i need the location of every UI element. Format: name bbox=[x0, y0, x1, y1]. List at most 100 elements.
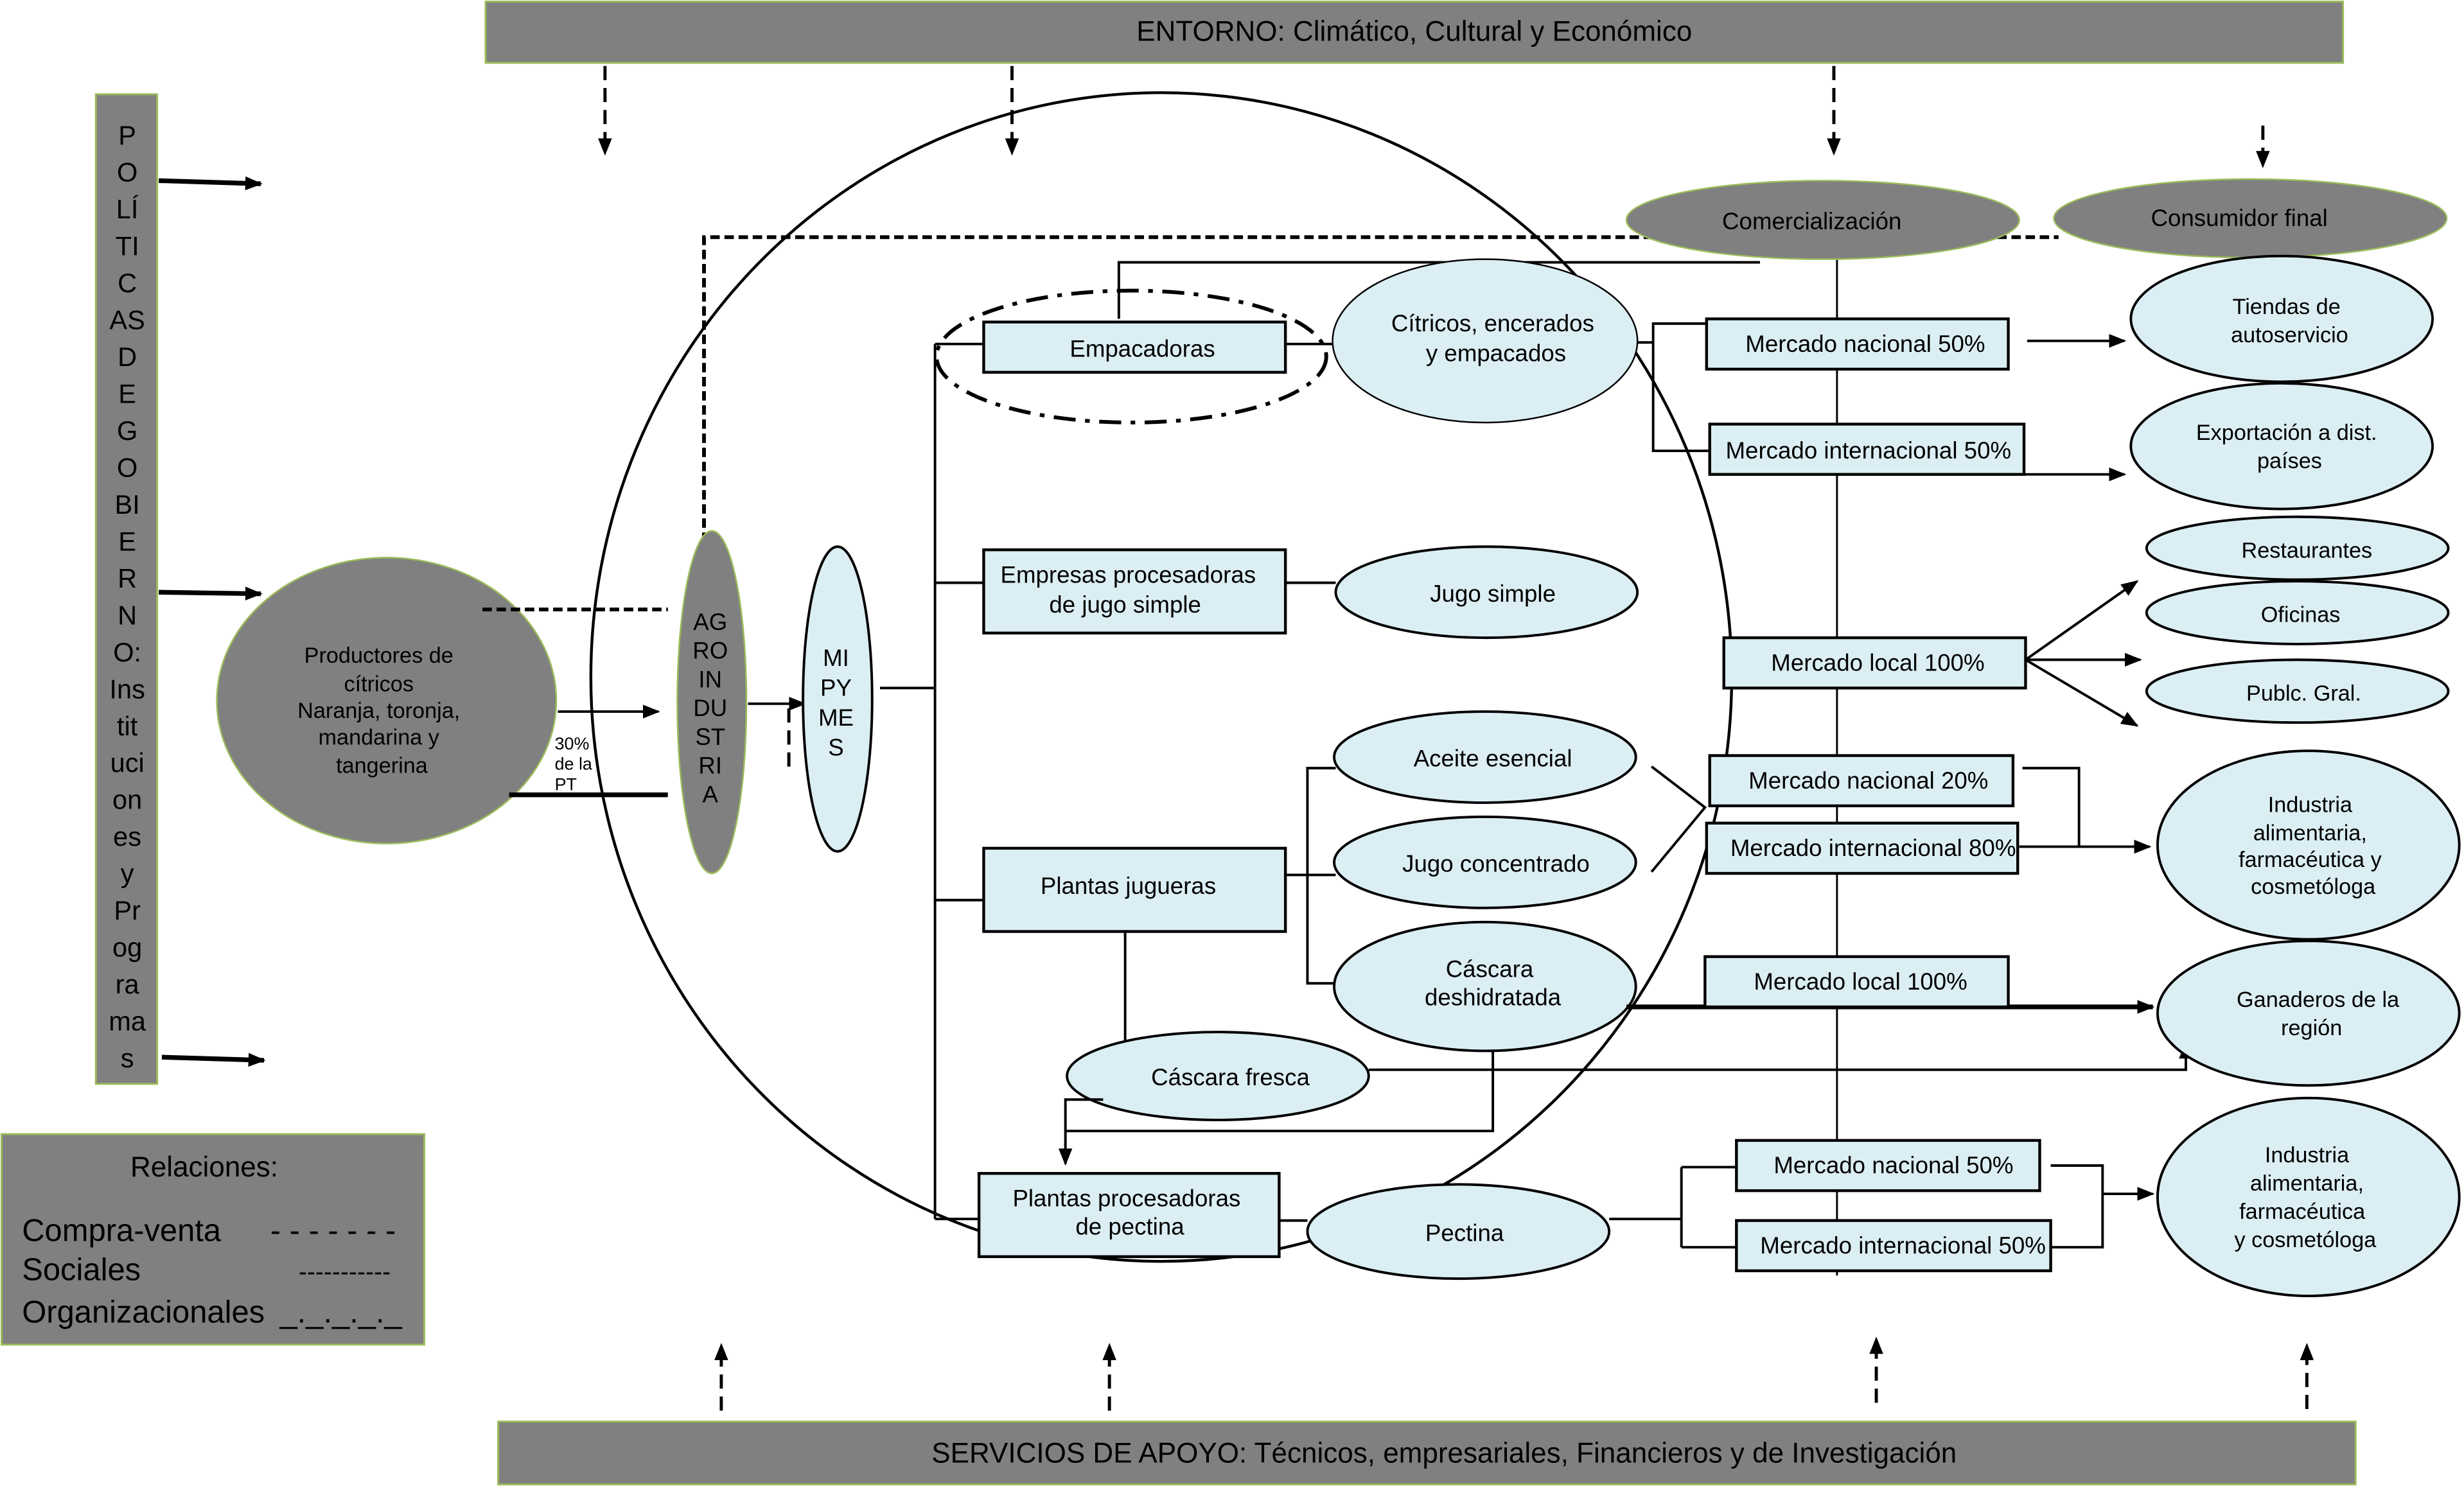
stacked-text-line: P bbox=[118, 120, 136, 150]
citricos-encerados-label: Cítricos, encerados y empacados bbox=[1391, 310, 1601, 366]
market-label: Mercado internacional 50% bbox=[1760, 1232, 2046, 1259]
stacked-text-line: S bbox=[828, 735, 843, 761]
servicios-label: SERVICIOS DE APOYO: Técnicos, empresaria… bbox=[931, 1437, 1957, 1469]
pectina-node: Pectina bbox=[1306, 1183, 1611, 1281]
legend-box: Relaciones: Compra-venta - - - - - - - S… bbox=[0, 1133, 426, 1346]
ganaderos-label: Ganaderos de la región bbox=[2237, 988, 2406, 1040]
entorno-label: ENTORNO: Climático, Cultural y Económico bbox=[1136, 16, 1692, 48]
market-box-internacional-80: Mercado internacional 80% bbox=[1705, 821, 2020, 875]
empacadoras-label: Empacadoras bbox=[1069, 335, 1215, 362]
citricos-encerados-node: Cítricos, encerados y empacados bbox=[1332, 258, 1639, 424]
exportacion-label: Exportación a dist. países bbox=[2196, 421, 2383, 473]
jugo-simple-node: Jugo simple bbox=[1334, 545, 1639, 640]
stacked-text-line: N bbox=[118, 600, 137, 630]
stacked-text-line: s bbox=[121, 1043, 134, 1073]
stacked-text-line: MI bbox=[823, 645, 849, 671]
aceite-esencial-node: Aceite esencial bbox=[1333, 710, 1637, 804]
entorno-arrows bbox=[598, 66, 2270, 168]
nacional20-connector bbox=[2022, 767, 2081, 847]
stacked-text-line: E bbox=[118, 526, 136, 556]
exportacion-node: Exportación a dist. países bbox=[2129, 381, 2434, 511]
arrow-to-restaurantes bbox=[2025, 580, 2139, 661]
legend-sociales-label: Sociales bbox=[22, 1253, 141, 1288]
stacked-text-line: TI bbox=[116, 231, 139, 261]
jugueras-products-connector bbox=[1285, 767, 1336, 985]
stacked-text-line: R bbox=[118, 563, 137, 593]
pt-label: 30% de la PT bbox=[555, 734, 597, 794]
stacked-text-line: IN bbox=[698, 666, 722, 692]
empresas-jugo-node: Empresas procesadoras de jugo simple bbox=[982, 548, 1287, 634]
politicas-band: POLÍTICASDEGOBIERNO:InstitucionesyProgra… bbox=[94, 93, 159, 1085]
market-box-internacional-50-b: Mercado internacional 50% bbox=[1735, 1219, 2052, 1273]
legend-organizacionales-label: Organizacionales bbox=[22, 1295, 265, 1330]
market-label: Mercado nacional 50% bbox=[1745, 331, 1985, 357]
plantas-jugueras-node: Plantas jugueras bbox=[982, 846, 1287, 933]
cascara-deshidratada-label: Cáscara deshidratada bbox=[1425, 956, 1562, 1010]
market-label: Mercado local 100% bbox=[1754, 968, 1967, 995]
consumidor-final-label: Consumidor final bbox=[2151, 205, 2328, 231]
politicas-label: POLÍTICASDEGOBIERNO:InstitucionesyProgra… bbox=[109, 120, 146, 1073]
mipymes-label: MI PY ME S bbox=[818, 645, 854, 760]
deshidratada-pectina-line bbox=[1065, 1051, 1495, 1133]
market-box-local-100-a: Mercado local 100% bbox=[1722, 636, 2027, 690]
stacked-text-line: ra bbox=[116, 969, 140, 999]
stacked-text-line: DU bbox=[693, 695, 727, 721]
stacked-text-line: es bbox=[113, 821, 141, 852]
stacked-text-line: D bbox=[118, 342, 137, 372]
pectina-label: Pectina bbox=[1425, 1219, 1504, 1246]
legend-organizacionales-pattern: _._._._._ bbox=[279, 1295, 402, 1330]
compra-venta-connector bbox=[702, 235, 2059, 542]
tiendas-node: Tiendas de autoservicio bbox=[2129, 254, 2434, 383]
stacked-text-line: O bbox=[117, 452, 137, 482]
stacked-text-line: ST bbox=[695, 724, 725, 750]
legend-compra-venta-label: Compra-venta bbox=[22, 1213, 222, 1248]
citricos-markets-connector bbox=[1637, 322, 1710, 452]
market-box-internacional-50: Mercado internacional 50% bbox=[1708, 423, 2026, 476]
industria2-label: Industria alimentaria, farmacéutica y co… bbox=[2235, 1143, 2377, 1252]
market-box-local-100-b: Mercado local 100% bbox=[1703, 955, 2010, 1009]
jugo-simple-label: Jugo simple bbox=[1430, 581, 1556, 607]
market-box-nacional-50: Mercado nacional 50% bbox=[1705, 317, 2010, 371]
stacked-text-line: AG bbox=[693, 609, 727, 635]
jugo-concentrado-label: Jugo concentrado bbox=[1402, 851, 1590, 877]
stacked-text-line: AS bbox=[109, 304, 145, 335]
market-label: Mercado nacional 20% bbox=[1748, 767, 1988, 794]
stacked-text-line: ME bbox=[818, 704, 854, 731]
stacked-text-line: Pr bbox=[114, 895, 141, 925]
entorno-band: ENTORNO: Climático, Cultural y Económico bbox=[484, 0, 2345, 64]
legend-sociales-pattern: ----------- bbox=[299, 1259, 391, 1286]
industria-node-2: Industria alimentaria, farmacéutica y co… bbox=[2156, 1096, 2461, 1297]
legend-compra-venta-pattern: - - - - - - - bbox=[270, 1213, 396, 1248]
stacked-text-line: og bbox=[112, 932, 142, 963]
aceite-esencial-label: Aceite esencial bbox=[1414, 746, 1572, 772]
comercializacion-label: Comercialización bbox=[1722, 208, 1901, 234]
stacked-text-line: A bbox=[703, 781, 719, 807]
cascara-fresca-node: Cáscara fresca bbox=[1066, 1031, 1370, 1122]
publico-general-node: Publc. Gral. bbox=[2145, 658, 2450, 724]
publico-label: Publc. Gral. bbox=[2246, 681, 2361, 706]
stacked-text-line: PY bbox=[820, 675, 852, 701]
stacked-text-line: O: bbox=[113, 637, 141, 667]
plantas-pectina-label: Plantas procesadoras de pectina bbox=[1012, 1185, 1247, 1240]
market-label: Mercado nacional 50% bbox=[1773, 1152, 2013, 1178]
servicios-arrows bbox=[714, 1336, 2314, 1411]
industria1-label: Industria alimentaria, farmacéutica y co… bbox=[2239, 793, 2388, 899]
stacked-text-line: RO bbox=[692, 638, 728, 664]
markets-industria2-arrow bbox=[2050, 1164, 2153, 1249]
market-box-nacional-50-b: Mercado nacional 50% bbox=[1735, 1139, 2041, 1193]
stacked-text-line: Ins bbox=[109, 674, 145, 704]
market-label: Mercado internacional 50% bbox=[1725, 437, 2011, 464]
right-arrow-icon bbox=[161, 1053, 266, 1067]
restaurantes-label: Restaurantes bbox=[2242, 538, 2373, 563]
concentrate-markets-connector bbox=[1650, 765, 1707, 873]
stacked-text-line: on bbox=[112, 785, 142, 815]
stacked-text-line: LÍ bbox=[116, 194, 139, 224]
stacked-text-line: RI bbox=[698, 753, 722, 779]
fresca-pectina-arrow bbox=[1058, 1098, 1104, 1166]
ganaderos-node: Ganaderos de la región bbox=[2156, 940, 2461, 1087]
restaurantes-node: Restaurantes bbox=[2145, 515, 2450, 581]
stacked-text-line: C bbox=[118, 268, 137, 298]
empacadoras-node: Empacadoras bbox=[982, 320, 1287, 374]
